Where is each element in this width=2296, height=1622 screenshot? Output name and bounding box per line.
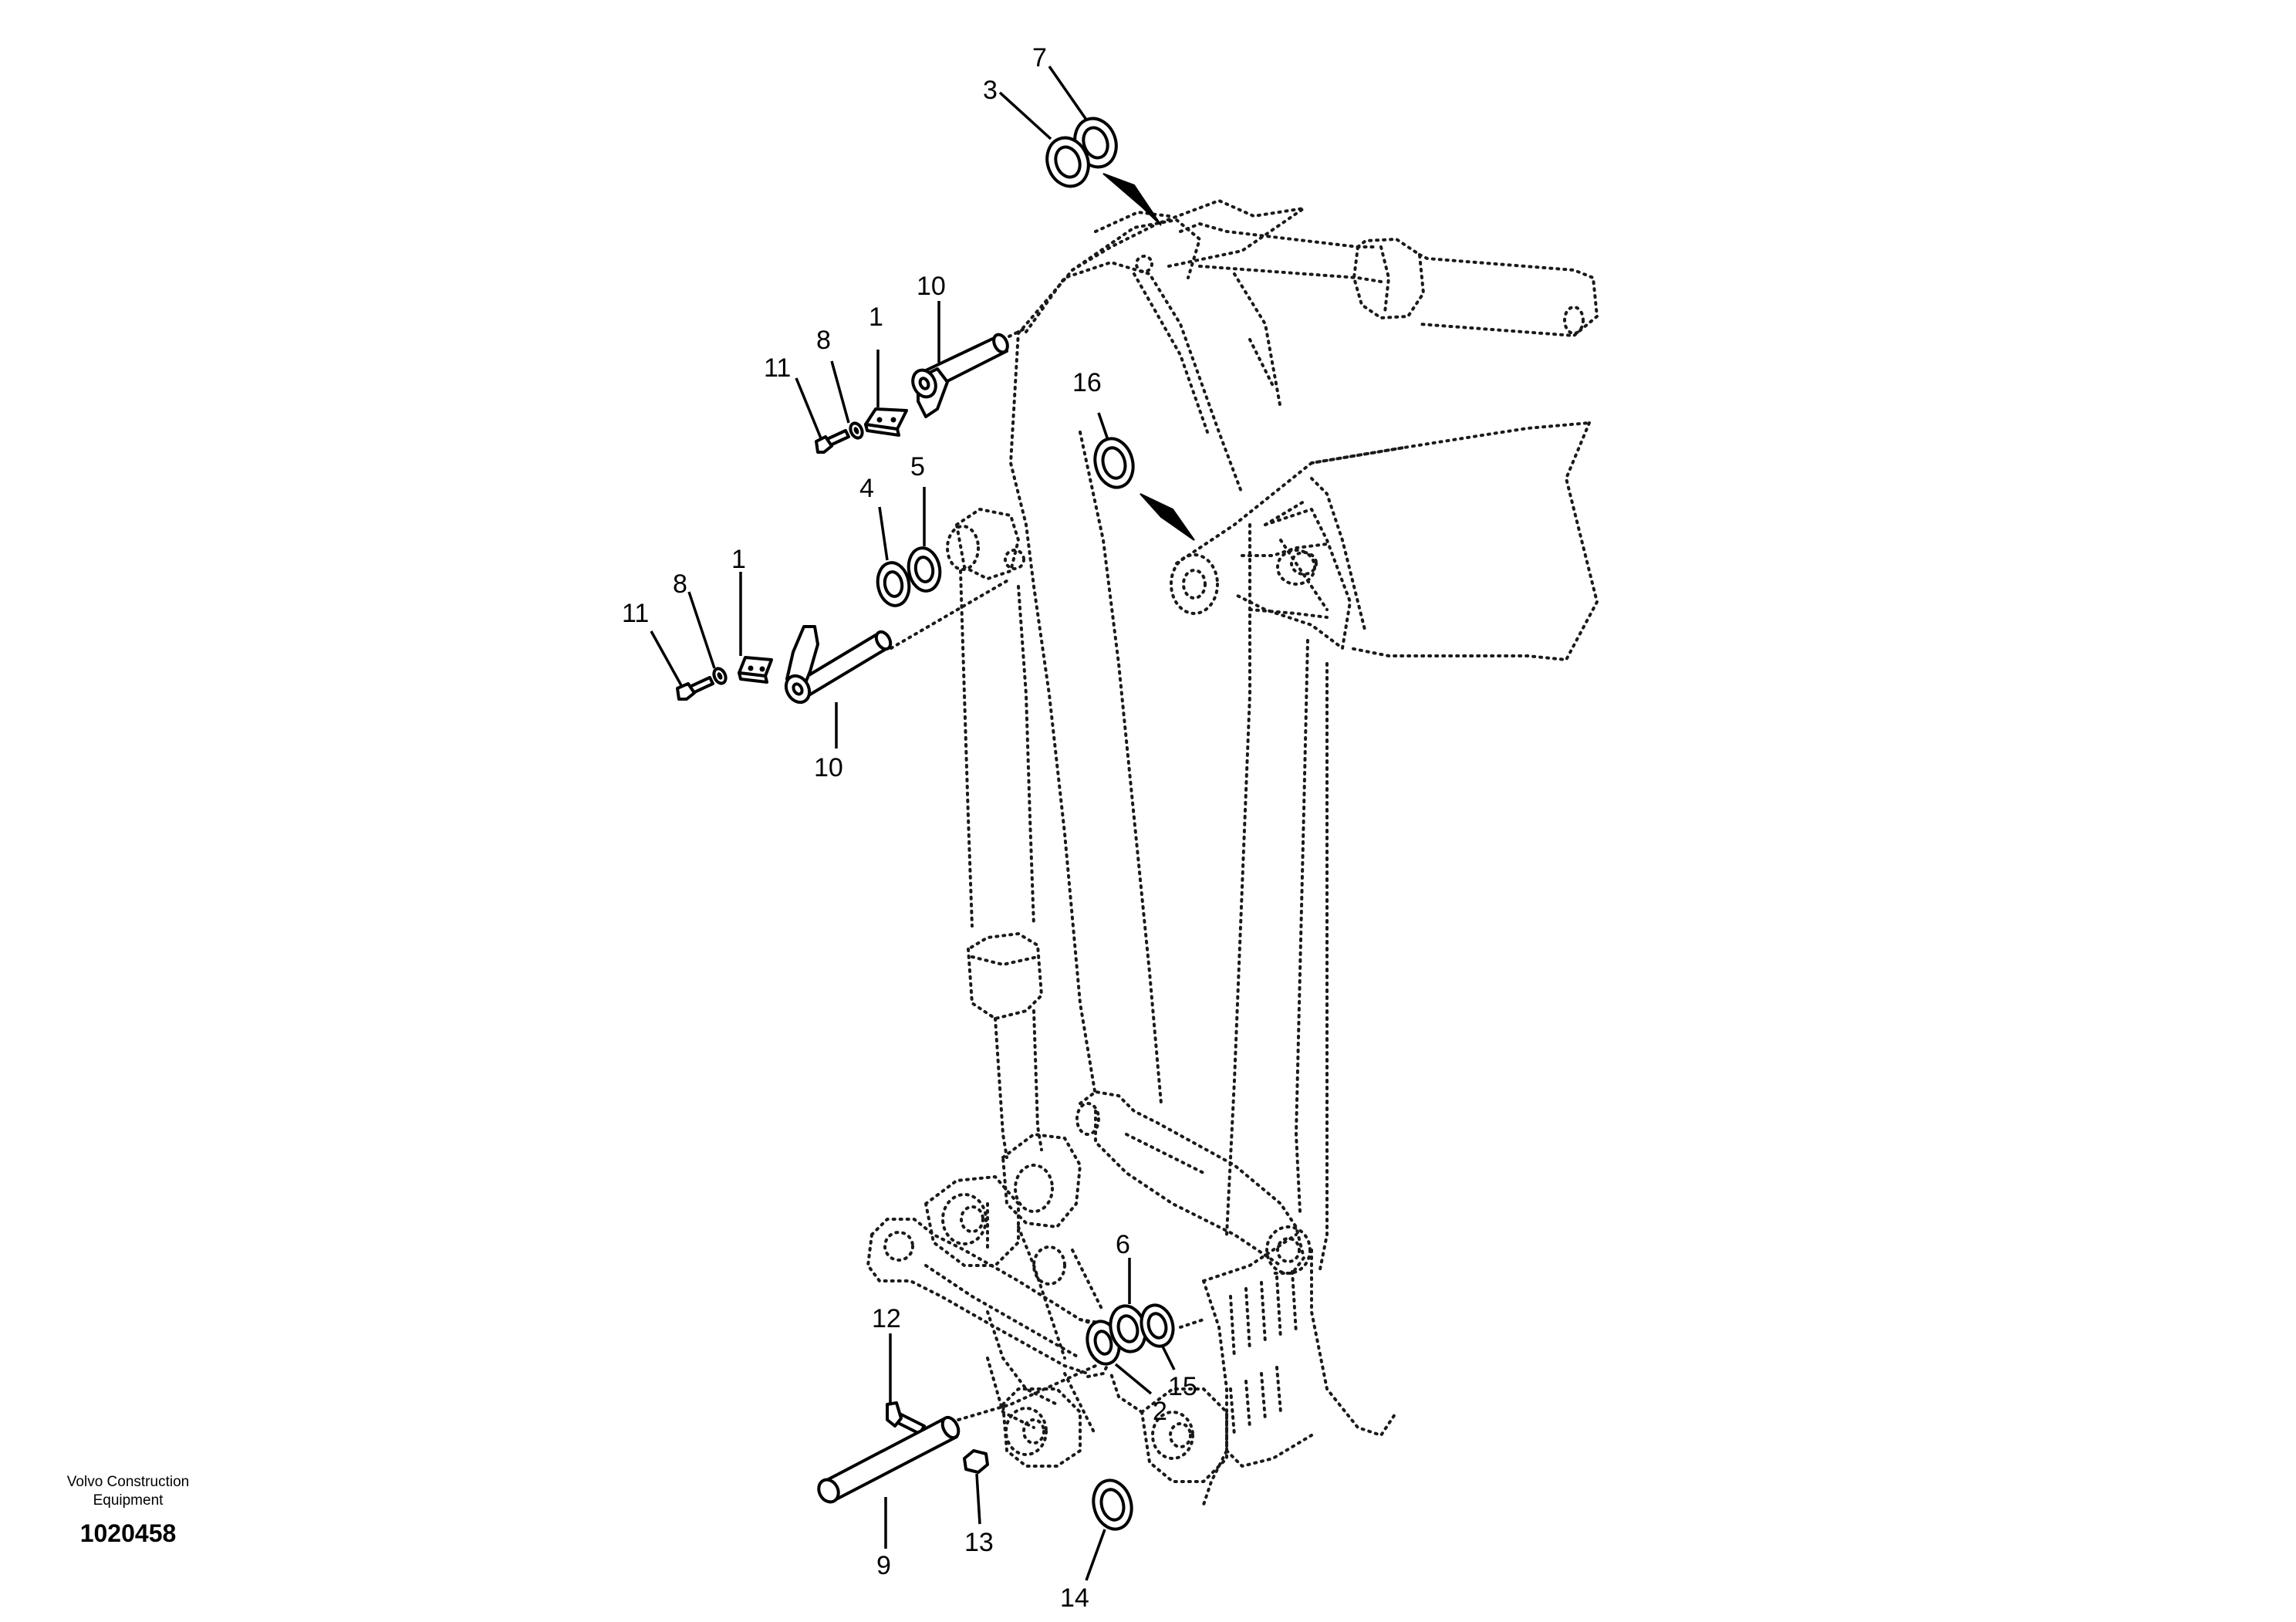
pin-9	[817, 1415, 961, 1504]
washer-5	[907, 546, 942, 593]
washer-14	[1092, 1478, 1133, 1531]
washer-3	[1045, 136, 1090, 188]
nut-13	[963, 1449, 989, 1474]
washer-4	[876, 561, 911, 607]
callout-10-top: 10	[917, 272, 946, 301]
callout-7: 7	[1032, 43, 1047, 73]
pointer-arrow-mid	[1140, 493, 1195, 541]
pointer-arrow-top	[1102, 173, 1162, 226]
callout-8-top: 8	[816, 326, 831, 355]
callout-1-top: 1	[869, 302, 883, 332]
drawing-number: 1020458	[80, 1519, 177, 1547]
parts	[676, 117, 1195, 1531]
bolt-11-mid	[676, 676, 714, 701]
leader-lines	[650, 66, 1176, 1581]
lockwasher-8-mid	[712, 667, 728, 685]
callout-14: 14	[1060, 1583, 1089, 1613]
bolt-12	[886, 1401, 926, 1435]
pin-10-mid	[784, 625, 893, 705]
callout-1-mid: 1	[731, 545, 746, 574]
callout-4: 4	[859, 474, 874, 503]
pin-10-top	[911, 333, 1009, 418]
callout-labels: 7 3 10 1 8 11 16 4 5 1 8 11 10 6 15 2 12…	[622, 43, 1197, 1613]
washer-15	[1140, 1303, 1175, 1348]
callout-10-mid: 10	[814, 753, 843, 782]
callout-3: 3	[983, 76, 998, 105]
callout-16: 16	[1072, 368, 1102, 397]
callout-12: 12	[872, 1304, 901, 1333]
callout-13: 13	[964, 1528, 994, 1557]
arm-outline	[866, 199, 1599, 1506]
callout-15: 15	[1168, 1372, 1197, 1401]
company-name-line1: Volvo Construction	[67, 1474, 189, 1490]
drawing-footer: Volvo Construction Equipment 1020458	[67, 1474, 189, 1547]
washer-16	[1093, 437, 1135, 489]
callout-6: 6	[1116, 1230, 1130, 1259]
callout-9: 9	[876, 1551, 891, 1580]
lock-plate-1-top	[864, 407, 908, 437]
lockwasher-8-top	[849, 421, 864, 440]
callout-2: 2	[1153, 1397, 1167, 1426]
callout-5: 5	[910, 452, 925, 482]
callout-11-mid: 11	[622, 599, 649, 628]
bolt-11-top	[815, 429, 850, 454]
callout-8-mid: 8	[673, 569, 687, 599]
washer-6	[1109, 1304, 1147, 1353]
company-name-line2: Equipment	[93, 1492, 164, 1509]
callout-11-top: 11	[764, 353, 791, 383]
lock-plate-1-mid	[738, 656, 773, 684]
